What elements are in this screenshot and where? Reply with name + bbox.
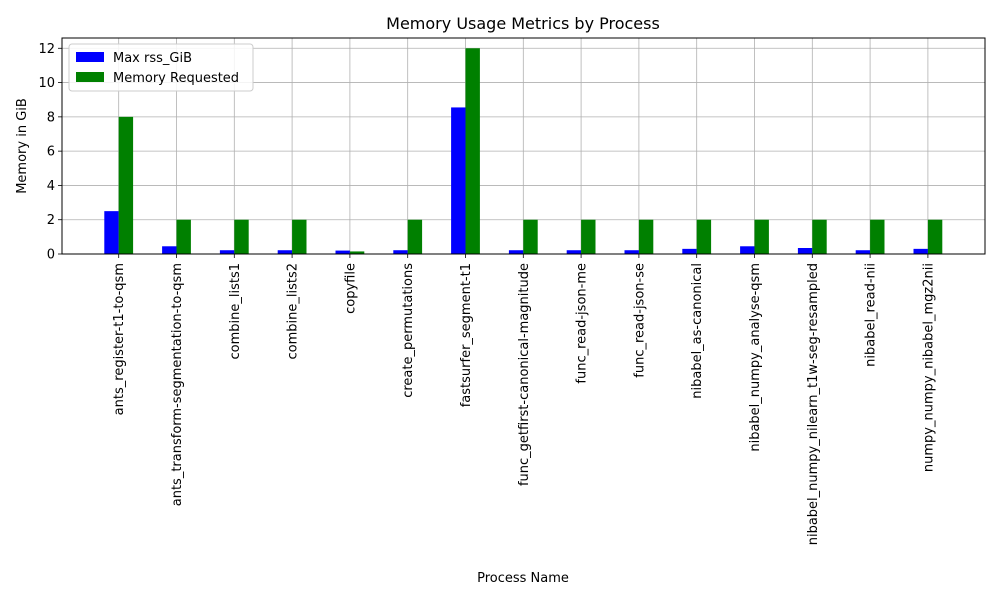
x-tick-label: nibabel_read-nii [864,263,879,367]
bar-max-rss [682,248,697,254]
bar-memory-requested [812,219,827,254]
x-tick-label: nibabel_numpy_analyse-qsm [748,263,763,452]
bar-memory-requested [234,219,249,254]
y-tick-label: 6 [47,145,55,160]
bar-memory-requested [581,219,596,254]
bar-memory-requested [870,219,885,254]
y-tick-label: 4 [47,179,55,194]
x-tick-label: func_read-json-se [632,263,647,378]
bar-max-rss [104,211,119,254]
x-tick-label: func_getfirst-canonical-magnitude [517,263,532,486]
bar-max-rss [624,250,639,254]
bar-max-rss [162,246,177,254]
bar-max-rss [219,250,235,254]
x-tick-label: combine_lists1 [228,263,243,360]
x-axis-label: Process Name [477,571,569,586]
legend-label: Max rss_GiB [113,51,192,66]
bar-memory-requested [927,219,943,254]
bar-memory-requested [407,219,423,254]
y-tick-label: 8 [47,110,55,125]
bar-memory-requested [176,219,191,254]
legend-swatch [76,52,104,62]
bar-max-rss [451,107,466,254]
x-tick-label: create_permutations [401,263,416,398]
x-tick-label: func_read-json-me [575,263,590,384]
y-tick-label: 2 [47,213,55,228]
x-tick-label: nibabel_as-canonical [690,263,705,399]
bar-max-rss [740,246,755,254]
bar-max-rss [797,248,813,254]
x-tick-label: combine_lists2 [286,263,301,360]
x-tick-label: fastsurfer_segment-t1 [459,263,474,407]
bar-memory-requested [638,219,654,254]
y-tick-label: 12 [38,42,55,57]
bar-memory-requested [523,219,538,254]
bar-max-rss [913,248,928,254]
x-tick-label: ants_register-t1-to-qsm [112,263,127,415]
chart-title: Memory Usage Metrics by Process [386,14,660,33]
y-tick-label: 10 [38,76,55,91]
x-tick-label: copyfile [343,263,358,314]
bar-memory-requested [465,48,480,255]
bar-max-rss [277,250,293,254]
legend-box [68,43,254,92]
bar-memory-requested [754,219,769,254]
legend-label: Memory Requested [113,71,239,86]
plot-frame [61,37,986,255]
y-tick-label: 0 [47,248,55,263]
bar-max-rss [508,250,524,254]
bar-max-rss [855,250,871,254]
y-axis-label: Memory in GiB [15,98,30,194]
bar-max-rss [566,250,582,254]
bars [104,48,943,255]
bar-memory-requested [696,219,712,254]
legend: Max rss_GiB Memory Requested [68,43,254,92]
x-tick-label: ants_transform-segmentation-to-qsm [170,263,185,506]
bar-memory-requested [118,116,134,254]
bar-max-rss [335,250,350,254]
legend-swatch [76,72,104,82]
bar-memory-requested [349,251,365,254]
x-tick-label: nibabel_numpy_nilearn_t1w-seg-resampled [806,263,821,545]
x-tick-label: numpy_numpy_nibabel_mgz2nii [921,263,936,472]
bar-max-rss [393,250,408,254]
bar-memory-requested [292,219,307,254]
axes: 0 2 4 6 8 10 12 ants_register-t1-to-qsm ants_tra… [38,37,986,545]
